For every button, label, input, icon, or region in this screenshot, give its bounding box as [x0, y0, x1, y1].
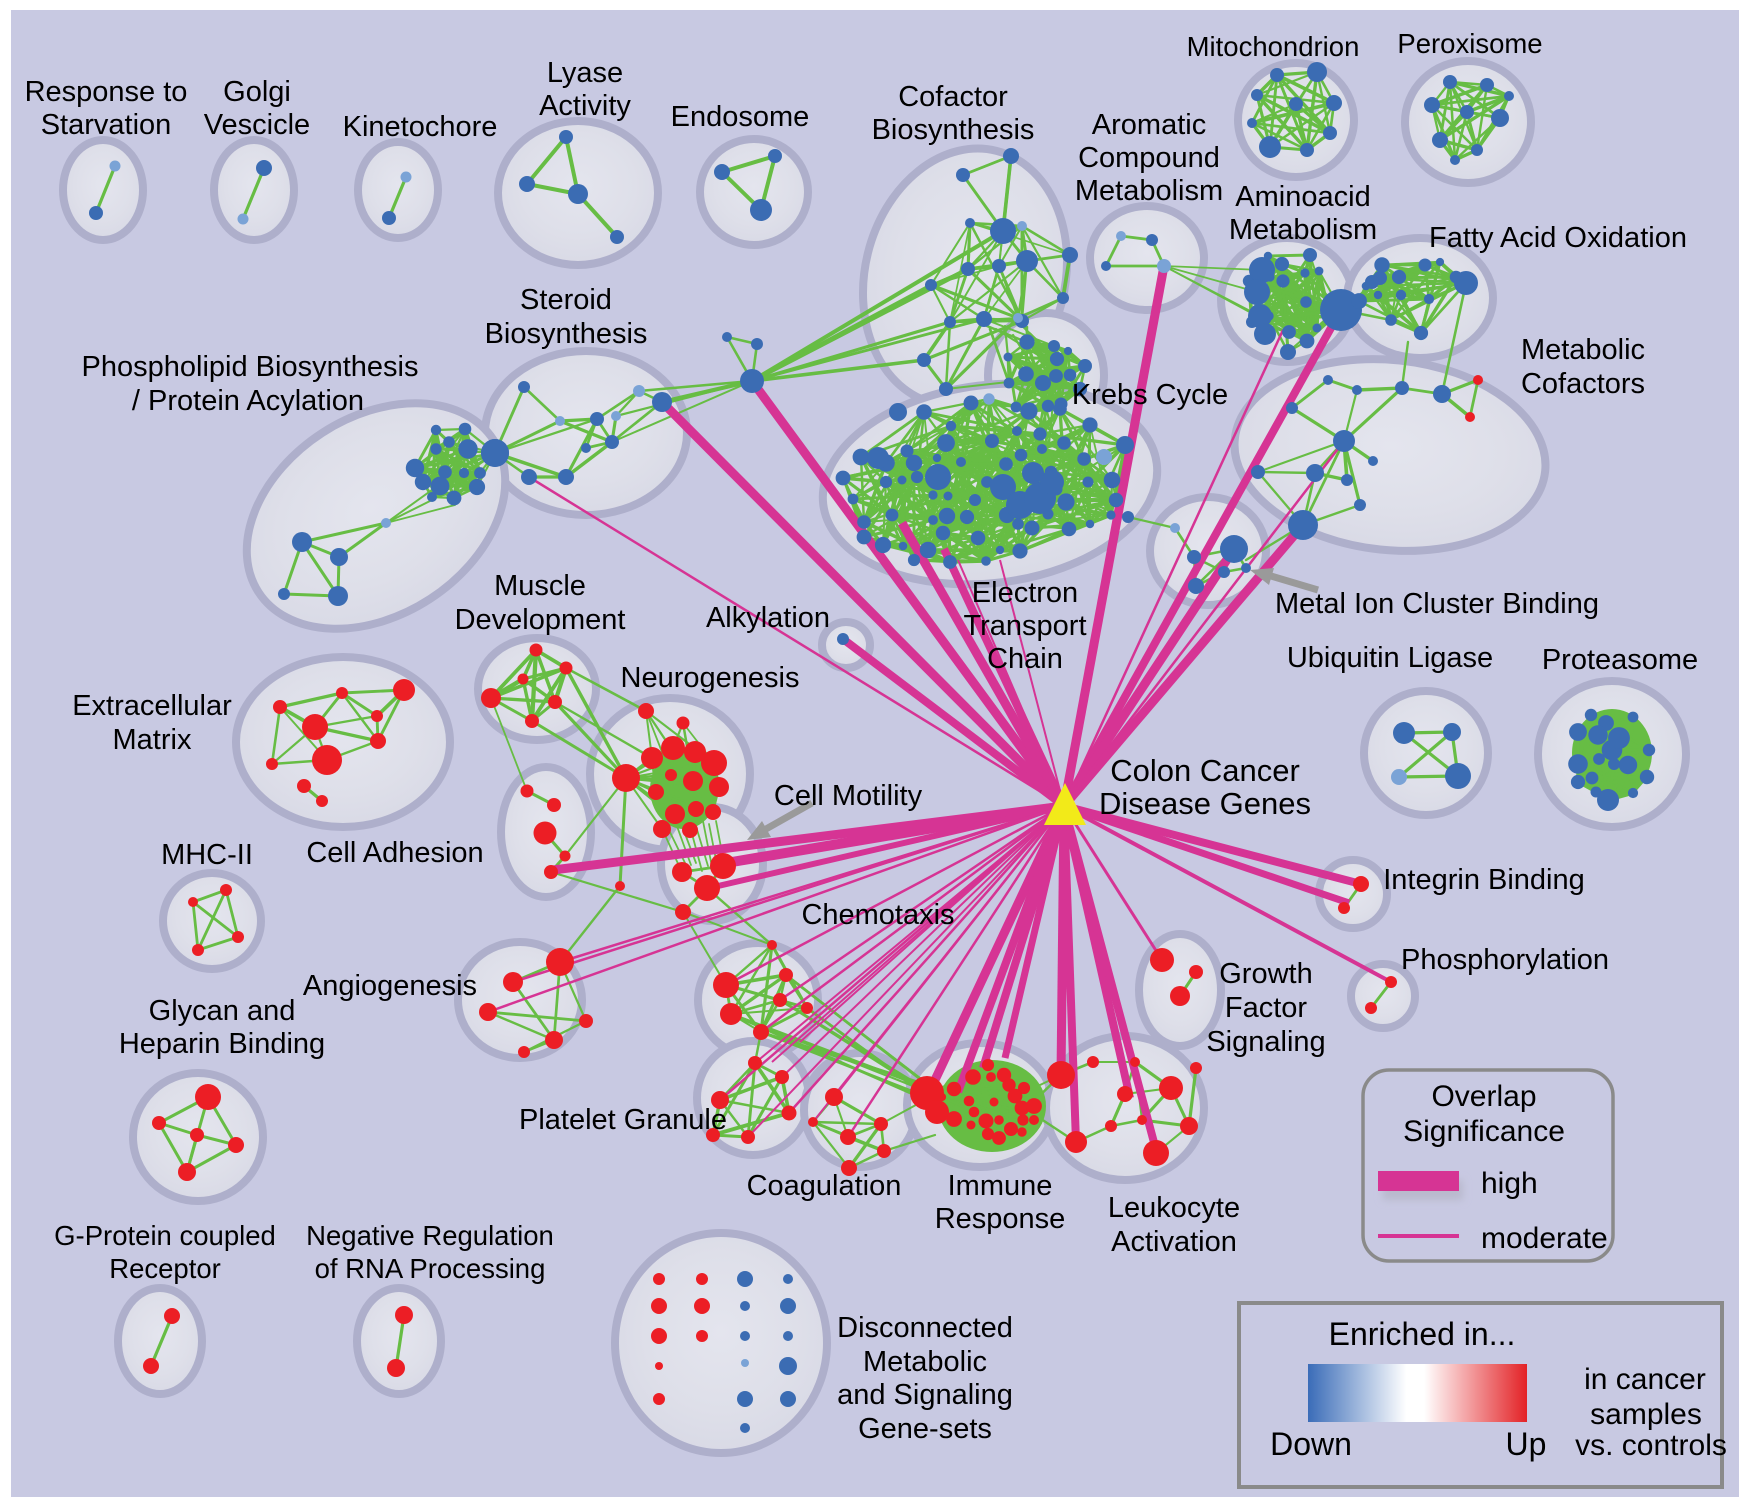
svg-text:Enriched in...: Enriched in... — [1329, 1316, 1516, 1352]
svg-text:Krebs Cycle: Krebs Cycle — [1072, 379, 1228, 411]
svg-text:Growth: Growth — [1219, 958, 1312, 990]
svg-text:Fatty Acid Oxidation: Fatty Acid Oxidation — [1429, 222, 1687, 254]
svg-text:Cell Adhesion: Cell Adhesion — [306, 837, 483, 869]
svg-text:Disease Genes: Disease Genes — [1099, 786, 1311, 821]
svg-text:in cancer: in cancer — [1584, 1363, 1706, 1396]
svg-text:Heparin Binding: Heparin Binding — [119, 1028, 325, 1060]
svg-text:Metabolic: Metabolic — [1521, 334, 1645, 366]
svg-text:Phosphorylation: Phosphorylation — [1401, 944, 1609, 976]
svg-text:Development: Development — [455, 604, 626, 636]
svg-text:Signaling: Signaling — [1206, 1026, 1325, 1058]
svg-text:Angiogenesis: Angiogenesis — [303, 970, 477, 1002]
svg-text:MHC-II: MHC-II — [161, 839, 253, 871]
svg-text:Down: Down — [1270, 1426, 1352, 1462]
svg-text:Peroxisome: Peroxisome — [1397, 28, 1542, 59]
svg-text:Metabolism: Metabolism — [1229, 214, 1377, 246]
svg-text:Metabolic: Metabolic — [863, 1346, 987, 1378]
svg-text:/ Protein Acylation: / Protein Acylation — [132, 385, 364, 417]
svg-text:Colon Cancer: Colon Cancer — [1110, 753, 1300, 788]
svg-text:Electron: Electron — [972, 577, 1078, 609]
svg-text:Disconnected: Disconnected — [837, 1312, 1013, 1344]
svg-text:Gene-sets: Gene-sets — [858, 1413, 992, 1445]
svg-text:Overlap: Overlap — [1431, 1080, 1536, 1113]
svg-text:Alkylation: Alkylation — [706, 602, 830, 634]
svg-text:Biosynthesis: Biosynthesis — [872, 114, 1035, 146]
svg-text:Coagulation: Coagulation — [747, 1170, 902, 1202]
svg-text:Steroid: Steroid — [520, 284, 612, 316]
svg-text:Metabolism: Metabolism — [1075, 175, 1223, 207]
svg-text:Up: Up — [1506, 1426, 1547, 1462]
svg-text:Matrix: Matrix — [113, 724, 192, 756]
svg-text:samples: samples — [1590, 1398, 1702, 1431]
svg-text:Metal Ion Cluster Binding: Metal Ion Cluster Binding — [1275, 588, 1599, 620]
svg-text:Negative Regulation: Negative Regulation — [306, 1220, 554, 1251]
svg-text:Compound: Compound — [1078, 142, 1220, 174]
svg-text:Transport: Transport — [963, 610, 1086, 642]
svg-text:Vescicle: Vescicle — [204, 109, 310, 141]
svg-text:Neurogenesis: Neurogenesis — [621, 662, 800, 694]
svg-text:Response: Response — [935, 1203, 1066, 1235]
svg-text:Response to: Response to — [25, 76, 188, 108]
svg-text:vs. controls: vs. controls — [1575, 1429, 1727, 1462]
svg-text:Activity: Activity — [539, 90, 631, 122]
svg-text:Biosynthesis: Biosynthesis — [485, 318, 648, 350]
svg-text:Platelet Granule: Platelet Granule — [519, 1104, 727, 1136]
svg-text:high: high — [1481, 1167, 1538, 1200]
svg-text:Ubiquitin Ligase: Ubiquitin Ligase — [1287, 642, 1493, 674]
svg-text:Muscle: Muscle — [494, 570, 586, 602]
svg-text:Aminoacid: Aminoacid — [1235, 181, 1370, 213]
svg-text:G-Protein coupled: G-Protein coupled — [54, 1220, 276, 1251]
svg-text:Extracellular: Extracellular — [72, 690, 232, 722]
svg-text:Cell Motility: Cell Motility — [774, 780, 923, 812]
svg-text:Kinetochore: Kinetochore — [343, 111, 498, 143]
svg-text:Chain: Chain — [987, 643, 1063, 675]
svg-text:Phospholipid Biosynthesis: Phospholipid Biosynthesis — [82, 351, 419, 383]
svg-text:Immune: Immune — [948, 1170, 1053, 1202]
svg-text:Leukocyte: Leukocyte — [1108, 1192, 1240, 1224]
svg-text:Aromatic: Aromatic — [1092, 109, 1206, 141]
svg-text:Proteasome: Proteasome — [1542, 644, 1698, 676]
svg-text:moderate: moderate — [1481, 1222, 1608, 1255]
svg-text:Chemotaxis: Chemotaxis — [801, 899, 954, 931]
svg-text:Receptor: Receptor — [109, 1253, 221, 1284]
svg-text:Factor: Factor — [1225, 992, 1308, 1024]
svg-text:Endosome: Endosome — [671, 101, 810, 133]
svg-text:Integrin Binding: Integrin Binding — [1383, 864, 1585, 896]
svg-text:Golgi: Golgi — [223, 76, 291, 108]
svg-text:Lyase: Lyase — [547, 57, 623, 89]
svg-text:Activation: Activation — [1111, 1226, 1237, 1258]
svg-text:Cofactors: Cofactors — [1521, 368, 1645, 400]
svg-text:of RNA Processing: of RNA Processing — [315, 1253, 546, 1284]
svg-text:Glycan and: Glycan and — [149, 995, 296, 1027]
svg-text:and Signaling: and Signaling — [837, 1379, 1013, 1411]
svg-text:Cofactor: Cofactor — [898, 81, 1008, 113]
svg-text:Significance: Significance — [1403, 1115, 1565, 1148]
svg-text:Starvation: Starvation — [41, 109, 172, 141]
svg-text:Mitochondrion: Mitochondrion — [1187, 31, 1360, 62]
